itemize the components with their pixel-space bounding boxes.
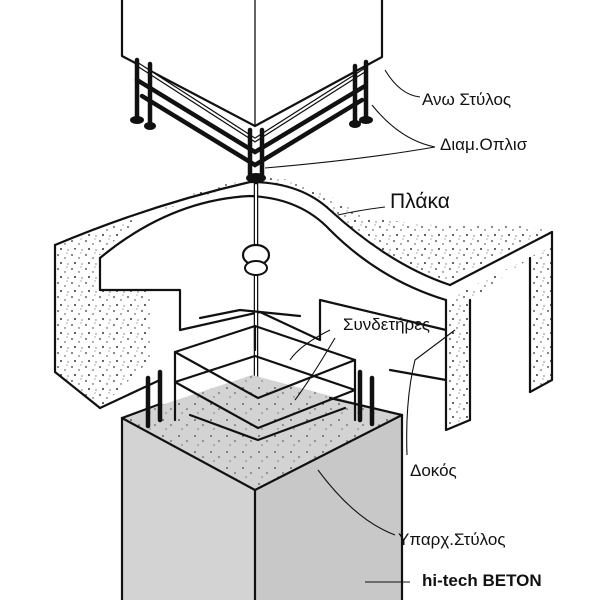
leader-lines xyxy=(264,69,456,583)
label-stirrups: Συνδετήρες xyxy=(343,315,430,334)
existing-column xyxy=(120,375,404,600)
brand-name: BETON xyxy=(482,571,541,590)
label-slab: Πλάκα xyxy=(390,190,450,213)
label-diagonal-rebar: Διαμ.Οπλισ xyxy=(440,135,528,154)
upper-diagonal-rebar-cage xyxy=(130,57,373,183)
slab-and-beam xyxy=(53,178,554,432)
label-existing-column: Υπαρχ.Στύλος xyxy=(398,530,506,549)
upper-column xyxy=(120,0,384,128)
brand-watermark: hi-tech BETON xyxy=(422,571,542,590)
label-upper-column: Ανω Στύλος xyxy=(422,90,511,109)
label-beam: Δοκός xyxy=(410,461,457,480)
stirrup-cage xyxy=(145,308,375,442)
brand-prefix: hi-tech xyxy=(422,571,482,590)
